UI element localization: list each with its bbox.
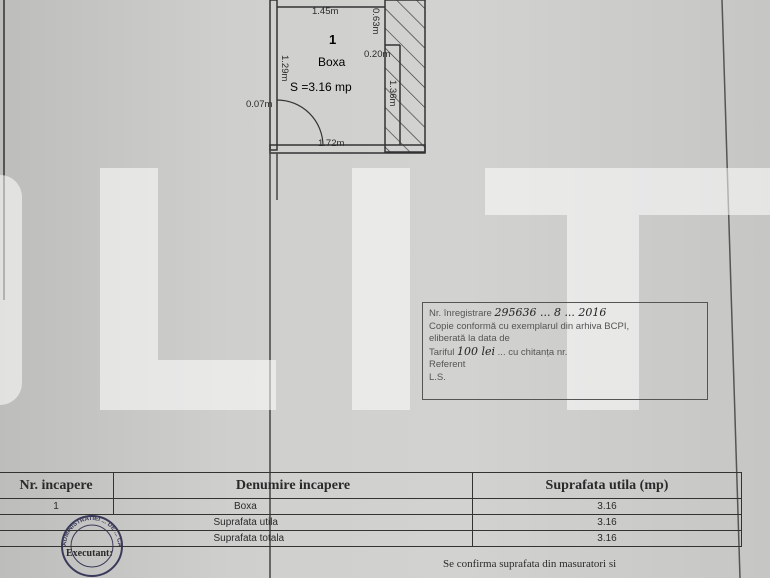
bcpi-certification-stamp: Nr. înregistrare 295636 ... 8 ... 2016 C… [422, 302, 708, 400]
dim-door: 0.07m [246, 99, 272, 110]
stamp-date-line: eliberată la data de [429, 333, 510, 344]
stamp-registration-label: Nr. înregistrare [429, 308, 492, 319]
watermark-letter-l-foot [158, 360, 276, 410]
room-name: Boxa [318, 55, 346, 69]
watermark-letter-b [0, 175, 22, 405]
bottom-wall [269, 144, 426, 154]
watermark-letter-i [352, 168, 410, 410]
room-area: S =3.16 mp [290, 80, 352, 94]
stamp-ls-line: L.S. [429, 371, 446, 383]
stamp-registration-handwritten: 295636 ... 8 ... 2016 [494, 307, 607, 319]
stamp-copy-line: Copie conformă cu exemplarul din arhiva … [429, 320, 630, 332]
watermark-letter-t-bar [485, 168, 770, 215]
left-wall [269, 0, 278, 151]
header-usable-area: Suprafata utila (mp) [472, 472, 742, 499]
executant-label: Executant: [66, 548, 113, 559]
summary-usable-value: 3.16 [472, 514, 742, 531]
summary-row-total: Suprafata totala 3.16 [0, 530, 742, 547]
confirmation-text: Se confirma suprafata din masuratori si [443, 558, 617, 570]
table-row: 1 Boxa 3.16 [0, 498, 742, 515]
stamp-receipt-label: cu chitanța nr. [508, 346, 568, 358]
cell-room-number: 1 [0, 498, 114, 515]
summary-total-label: Suprafata totala [113, 530, 473, 547]
summary-row-usable: Suprafata utila 3.16 [0, 514, 742, 531]
watermark-letter-t-stem [567, 215, 639, 410]
dim-left: 1.29m [279, 55, 290, 81]
stamp-referent-line: Referent [429, 359, 466, 370]
dim-notch: 0.63m [370, 8, 381, 34]
rooms-table: Nr. incapere Denumire incapere Suprafata… [0, 472, 742, 547]
header-room-name: Denumire incapere [113, 472, 473, 499]
dim-step: 0.20m [364, 49, 390, 60]
room-number: 1 [329, 32, 336, 47]
cell-room-area: 3.16 [472, 498, 742, 515]
header-room-number: Nr. incapere [0, 472, 114, 499]
dim-top: 1.45m [312, 6, 338, 17]
summary-usable-label: Suprafata utila [113, 514, 473, 531]
dim-right: 1.36m [387, 80, 398, 106]
dim-bottom: 1.72m [318, 138, 344, 149]
stamp-fee-handwritten: 100 lei [456, 345, 496, 358]
watermark-letter-l-stem [100, 168, 158, 410]
hatched-wall [384, 0, 426, 153]
door-swing [276, 99, 324, 147]
table-header: Nr. incapere Denumire incapere Suprafata… [0, 472, 742, 499]
stamp-fee-label: Tariful [429, 346, 455, 358]
summary-total-value: 3.16 [472, 530, 742, 547]
cell-room-name: Boxa [113, 498, 473, 515]
